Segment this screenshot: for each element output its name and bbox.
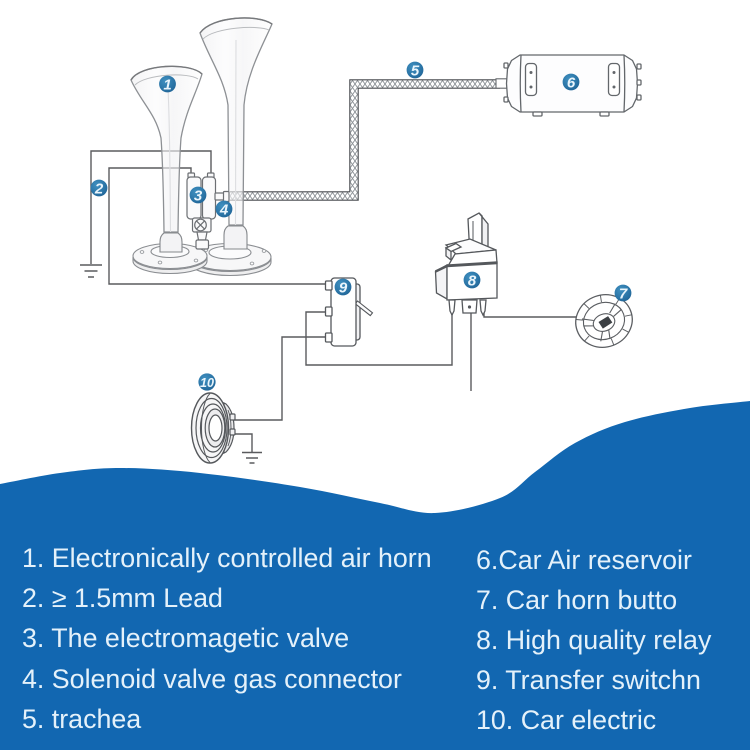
svg-text:6: 6 xyxy=(567,74,576,91)
svg-text:4. Solenoid valve gas connecto: 4. Solenoid valve gas connector xyxy=(22,664,402,694)
svg-text:10. Car electric: 10. Car electric xyxy=(476,705,656,735)
svg-text:8: 8 xyxy=(468,272,477,289)
svg-text:3: 3 xyxy=(194,187,203,204)
svg-text:5. trachea: 5. trachea xyxy=(22,704,141,734)
svg-text:5: 5 xyxy=(411,62,420,79)
svg-text:6.Car Air reservoir: 6.Car Air reservoir xyxy=(476,545,692,575)
svg-text:9. Transfer switchn: 9. Transfer switchn xyxy=(476,665,701,695)
svg-text:1. Electronically controlled a: 1. Electronically controlled air horn xyxy=(22,543,432,573)
svg-text:4: 4 xyxy=(219,201,229,218)
svg-text:3. The electromagetic valve: 3. The electromagetic valve xyxy=(22,623,349,653)
svg-text:1: 1 xyxy=(163,76,171,93)
svg-text:10: 10 xyxy=(200,376,214,390)
svg-text:9: 9 xyxy=(339,279,348,296)
svg-text:2: 2 xyxy=(94,180,104,197)
svg-text:7: 7 xyxy=(619,285,628,302)
svg-text:2. ≥ 1.5mm Lead: 2. ≥ 1.5mm Lead xyxy=(22,583,223,613)
svg-text:7. Car horn butto: 7. Car horn butto xyxy=(476,585,677,615)
svg-text:8. High quality relay: 8. High quality relay xyxy=(476,625,712,655)
